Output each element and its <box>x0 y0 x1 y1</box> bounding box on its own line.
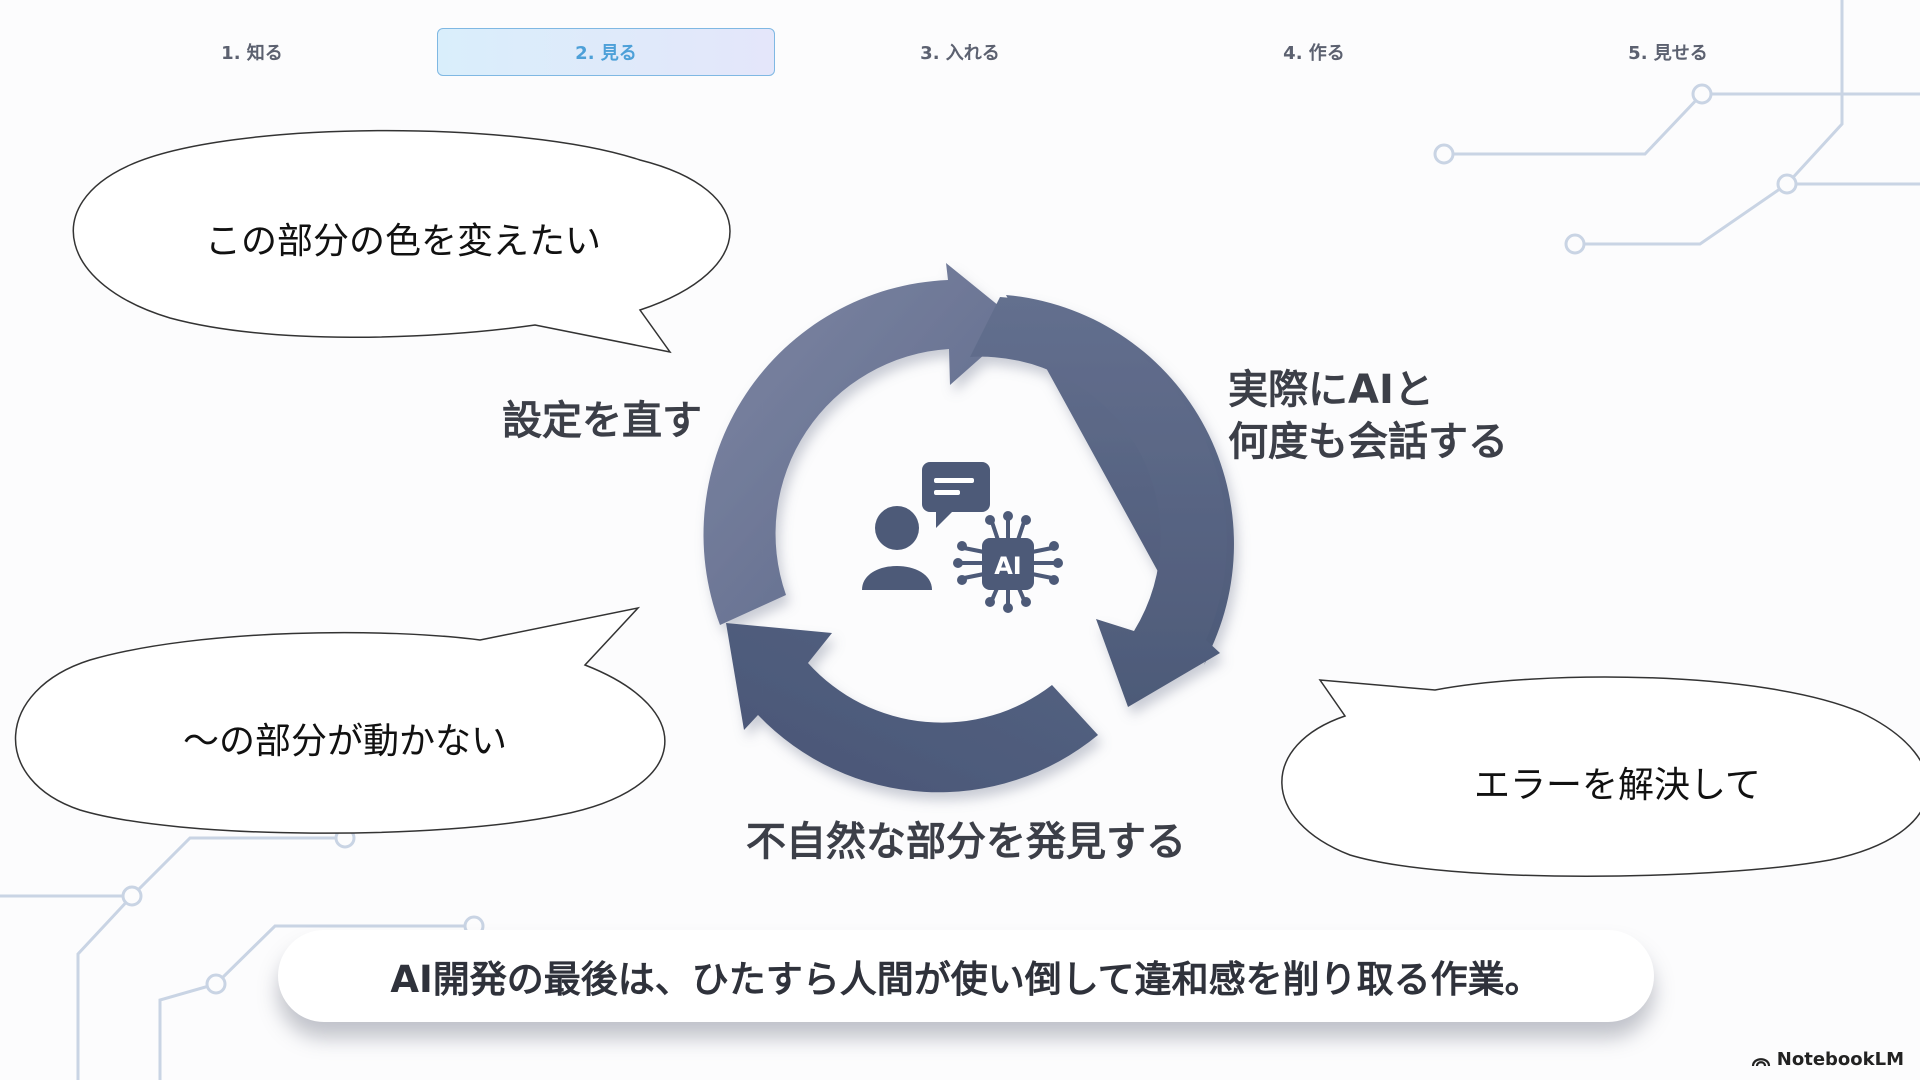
cycle-label-fix-settings: 設定を直す <box>502 398 702 444</box>
speech-bubble-top-left <box>72 129 731 354</box>
cycle-label-find-unnatural: 不自然な部分を発見する <box>746 819 1186 865</box>
cycle-label-talk-line1: 実際にAIと <box>1228 367 1434 413</box>
summary-banner-text: AI開発の最後は、ひたすら人間が使い倒して違和感を削り取る作業。 <box>390 958 1542 1001</box>
bubble-text-top-left: この部分の色を変えたい <box>205 221 602 262</box>
person-chat-ai-icon: AI <box>862 462 1063 613</box>
cycle-label-talk-line2: 何度も会話する <box>1228 419 1508 465</box>
bubble-text-bottom-right: エラーを解決して <box>1474 765 1761 806</box>
notebooklm-logo-icon <box>1751 1057 1770 1066</box>
bubble-text-bottom-left: ～の部分が動かない <box>183 721 508 762</box>
cycle-arrow-top <box>703 263 1020 625</box>
step-navigation: 1. 知る 2. 見る 3. 入れる 4. 作る 5. 見せる <box>0 28 1920 76</box>
step-tab-3[interactable]: 3. 入れる <box>920 43 1000 64</box>
cycle-arrow-bottom <box>726 623 1098 793</box>
ai-chip-label: AI <box>994 552 1022 580</box>
step-tab-4[interactable]: 4. 作る <box>1283 43 1345 64</box>
step-tab-2-active[interactable]: 2. 見る <box>437 28 775 76</box>
speech-bubble-bottom-right <box>1281 676 1920 877</box>
brand-name: NotebookLM <box>1776 1049 1904 1070</box>
step-tab-5[interactable]: 5. 見せる <box>1628 43 1708 64</box>
speech-bubble-bottom-left <box>14 606 666 834</box>
notebooklm-brand: NotebookLM <box>1751 1049 1904 1070</box>
summary-banner: AI開発の最後は、ひたすら人間が使い倒して違和感を削り取る作業。 <box>278 930 1654 1022</box>
step-tab-1[interactable]: 1. 知る <box>221 43 283 64</box>
